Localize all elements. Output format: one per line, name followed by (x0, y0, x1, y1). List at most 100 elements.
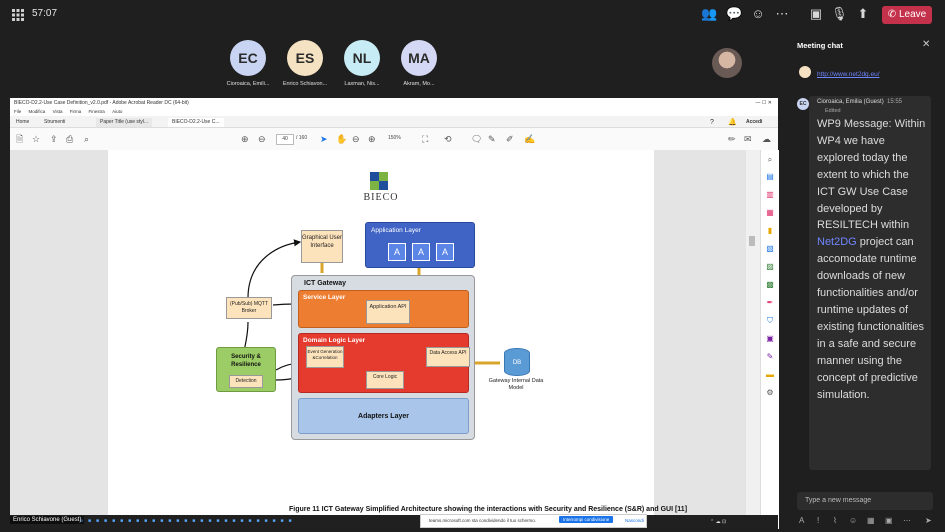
fit-page-icon[interactable]: ⛶ (422, 134, 429, 144)
help-icon[interactable]: ? (710, 119, 714, 126)
reader-title-bar: BIECO-D2.2-Use Case Definition_v2.0.pdf … (10, 98, 778, 108)
signin-link[interactable]: Accedi (746, 119, 763, 125)
event-generation-box: Event Generation &Correlation (306, 346, 344, 368)
search-icon[interactable]: ⌕ (84, 134, 90, 144)
security-resilience-box: Security & Resilience Detection (216, 347, 276, 392)
cloud-icon[interactable]: ☁ (762, 134, 771, 144)
tab-home[interactable]: Home (16, 119, 30, 125)
comment-tool-icon[interactable]: ▮ (767, 226, 773, 235)
page-number-input[interactable]: 40 (276, 134, 294, 145)
document-scrollbar[interactable] (746, 150, 760, 529)
database-icon: DB (504, 348, 530, 376)
sticker-icon[interactable]: ▣ (885, 516, 893, 525)
application-layer-box: Application Layer A A A (365, 222, 475, 268)
menu-file[interactable]: File (14, 109, 22, 114)
page-total: / 160 (296, 135, 308, 141)
send-sign-icon[interactable]: ✎ (766, 352, 774, 361)
chat-message-input[interactable]: Type a new message (797, 492, 933, 510)
bell-icon[interactable]: 🔔 (728, 119, 737, 126)
emoji-icon[interactable]: ☺ (849, 516, 858, 525)
zoom-tool-icon[interactable]: ⌕ (767, 155, 773, 164)
more-compose-icon[interactable]: ⋯ (903, 516, 911, 525)
create-pdf-icon[interactable]: ▦ (766, 208, 774, 217)
rotate-icon[interactable]: ⟲ (444, 134, 452, 144)
message-edited: Edited (825, 108, 841, 114)
system-tray-icon[interactable]: ⌃ ☁ ⊡ (710, 519, 727, 525)
participant-tile[interactable]: EC Cioroaica, Emili... (218, 40, 278, 87)
menu-firma[interactable]: Firma (69, 109, 82, 114)
menu-vista[interactable]: Vista (52, 109, 63, 114)
close-icon[interactable]: ✕ (922, 39, 931, 50)
hand-tool-icon[interactable]: ✋ (336, 134, 348, 144)
presenter-name: Enrico Schiavone (Guest) (10, 516, 85, 524)
measure-icon[interactable]: ▬ (766, 370, 774, 379)
send-icon[interactable]: ➤ (925, 516, 932, 525)
attach-icon[interactable]: ⌇ (833, 516, 837, 525)
service-layer-label: Service Layer (303, 294, 346, 301)
upload-icon[interactable]: ⇪ (50, 134, 58, 144)
comment-icon[interactable]: 🗨 (471, 134, 483, 144)
stop-sharing-button[interactable]: Interrompi condivisione (559, 516, 614, 523)
tab-bieco-doc[interactable]: BIECO-D2.2-Use C... (168, 118, 224, 127)
menu-aiuto[interactable]: Aiuto (112, 109, 123, 114)
print-icon[interactable]: ⎙ (66, 134, 74, 144)
scroll-thumb[interactable] (749, 236, 755, 246)
compress-icon[interactable]: ▩ (766, 280, 774, 289)
people-icon[interactable]: 👥 (701, 6, 718, 21)
page-up-icon[interactable]: ⊕ (241, 134, 249, 144)
net2dg-link[interactable]: Net2DG (817, 236, 857, 249)
leave-button[interactable]: ✆ Leave (882, 6, 932, 24)
hide-button[interactable]: Nascondi (625, 518, 644, 523)
avatar (799, 66, 811, 78)
chat-message: Cioroaica, Emilia (Guest) 15:55 Edited W… (809, 96, 931, 470)
menu-modifica[interactable]: Modifica (28, 109, 46, 114)
tab-strumenti[interactable]: Strumenti (44, 119, 66, 125)
save-icon[interactable]: 🗎 (16, 134, 24, 144)
redact-icon[interactable]: ▣ (766, 334, 774, 343)
avatar: EC (797, 98, 809, 110)
bieco-logo-icon (370, 172, 390, 190)
select-cursor-icon[interactable]: ➤ (320, 134, 328, 144)
window-controls-icon[interactable]: — ☐ ✕ (755, 100, 772, 106)
zoom-out-icon[interactable]: ⊖ (352, 134, 360, 144)
menu-finestra[interactable]: Finestra (88, 109, 105, 114)
edit-pdf-icon[interactable]: ▥ (766, 190, 774, 199)
zoom-in-icon[interactable]: ⊕ (368, 134, 376, 144)
mail-icon[interactable]: ✉ (744, 134, 752, 144)
participant-tile[interactable]: MA Akram, Mo... (389, 40, 449, 87)
tab-paper-title[interactable]: Paper Title (use styl... (96, 118, 153, 127)
participant-tile[interactable]: NL Laxman, Nis... (332, 40, 392, 87)
microphone-icon[interactable]: 🎙 (831, 6, 848, 21)
sign-icon[interactable]: ✍ (524, 134, 536, 144)
more-options-icon[interactable]: ⋯ (775, 6, 789, 21)
priority-icon[interactable]: ! (817, 516, 820, 525)
chat-icon[interactable]: 💬 (726, 6, 743, 21)
export-pdf-icon[interactable]: ▤ (766, 172, 774, 181)
logo-text: BIECO (363, 192, 399, 203)
pen-icon[interactable]: ✎ (488, 134, 496, 144)
taskbar-apps-icon[interactable]: ■■■■■■■■■■■■■■■■■■■■■■■■■■■ (80, 518, 297, 524)
gif-icon[interactable]: ▦ (867, 516, 875, 525)
bookmark-star-icon[interactable]: ☆ (32, 134, 41, 144)
more-tools-icon[interactable]: ⚙ (766, 388, 774, 397)
avatar: NL (344, 40, 380, 76)
organize-pages-icon[interactable]: ▨ (766, 262, 774, 271)
page-down-icon[interactable]: ⊖ (258, 134, 266, 144)
share-screen-icon[interactable]: ⬆ (857, 6, 869, 21)
grid-icon[interactable] (12, 9, 24, 21)
participant-tile[interactable]: ES Enrico Schiavon... (275, 40, 335, 87)
camera-off-icon[interactable]: ▣ (809, 6, 823, 21)
previous-message-link[interactable]: http://www.net2dg.eu/ (817, 71, 880, 78)
reactions-icon[interactable]: ☺ (751, 6, 765, 21)
combine-files-icon[interactable]: ▧ (766, 244, 774, 253)
fill-sign-icon[interactable]: ✒ (766, 298, 774, 307)
participant-name: Akram, Mo... (403, 81, 435, 87)
edit-tool-icon[interactable]: ✏ (728, 134, 736, 144)
message-sender: Cioroaica, Emilia (Guest) (817, 99, 884, 105)
protect-icon[interactable]: ⛉ (767, 316, 773, 325)
zoom-level[interactable]: 150% (388, 135, 401, 141)
screen-share-notice: teams.microsoft.com sta condividendo il … (420, 514, 647, 528)
core-logic-box: Core Logic (366, 371, 404, 389)
highlight-icon[interactable]: ✐ (506, 134, 514, 144)
format-icon[interactable]: A (799, 516, 805, 525)
